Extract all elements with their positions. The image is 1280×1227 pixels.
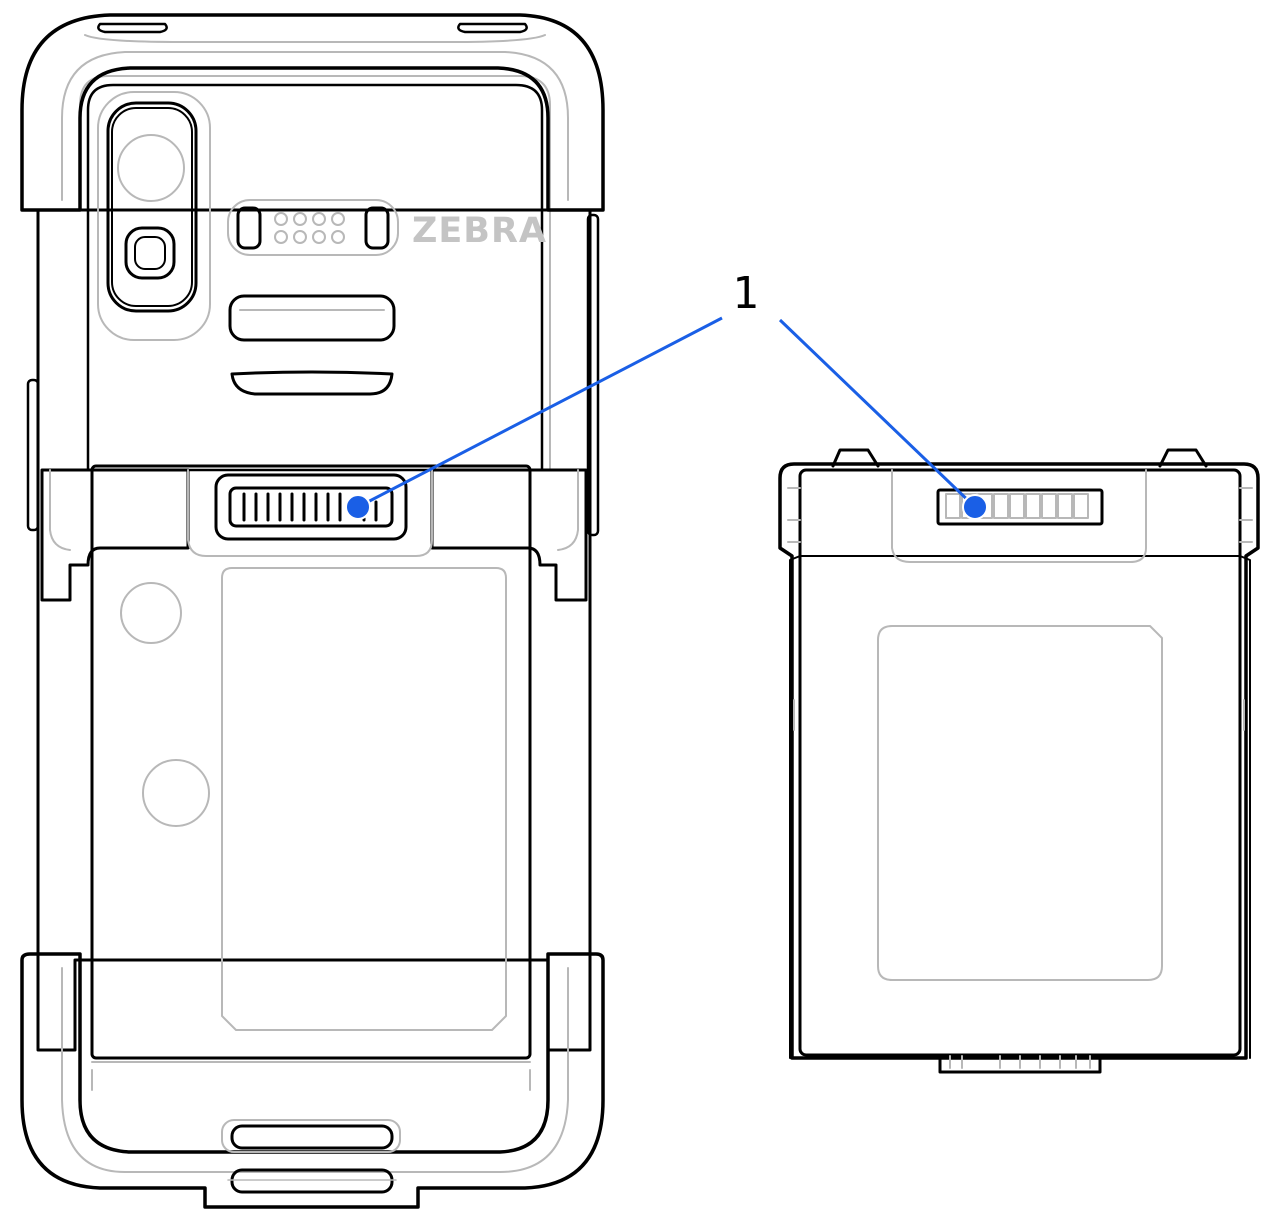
battery-contact-window	[936, 488, 1104, 526]
mounting-hole-upper-icon	[120, 582, 182, 644]
callout-dot-device	[345, 494, 371, 520]
side-button-right	[586, 213, 600, 537]
device-body-outline	[36, 208, 592, 1052]
cradle-contacts	[227, 199, 399, 256]
top-bumper-slot-left	[97, 22, 168, 34]
callout-leader-right	[778, 318, 977, 509]
camera-lens-icon	[117, 134, 185, 202]
device-body-inner-outline	[86, 83, 544, 472]
battery-pack-label-area	[877, 625, 1163, 981]
bottom-connector-slot	[221, 1119, 401, 1153]
top-bumper-inner	[61, 51, 569, 201]
device-back-view: ZEBRA	[20, 13, 605, 1209]
callout-dot-battery	[962, 494, 988, 520]
battery-latch-left	[831, 448, 880, 468]
side-button-left	[26, 378, 40, 532]
callout-leader-left	[357, 316, 723, 509]
callout-1: 1	[345, 268, 988, 520]
top-bumper	[20, 13, 605, 212]
flash-icon	[124, 226, 176, 280]
brand-logo: ZEBRA	[412, 211, 547, 251]
bottom-bumper	[20, 952, 605, 1209]
top-bumper-slot-right	[457, 22, 528, 34]
mounting-hole-lower-icon	[142, 759, 210, 827]
battery-label-area	[221, 567, 507, 1031]
device-body-inner-ring	[79, 75, 551, 471]
battery-latch-right	[1158, 448, 1208, 468]
battery-bottom-connector	[938, 1054, 1102, 1074]
battery-body-outline	[798, 468, 1242, 1057]
installed-battery	[40, 464, 588, 1060]
battery-pack-view	[778, 448, 1260, 1074]
speaker-grille	[228, 294, 396, 396]
callout-number: 1	[732, 268, 759, 319]
camera-module	[97, 91, 211, 341]
